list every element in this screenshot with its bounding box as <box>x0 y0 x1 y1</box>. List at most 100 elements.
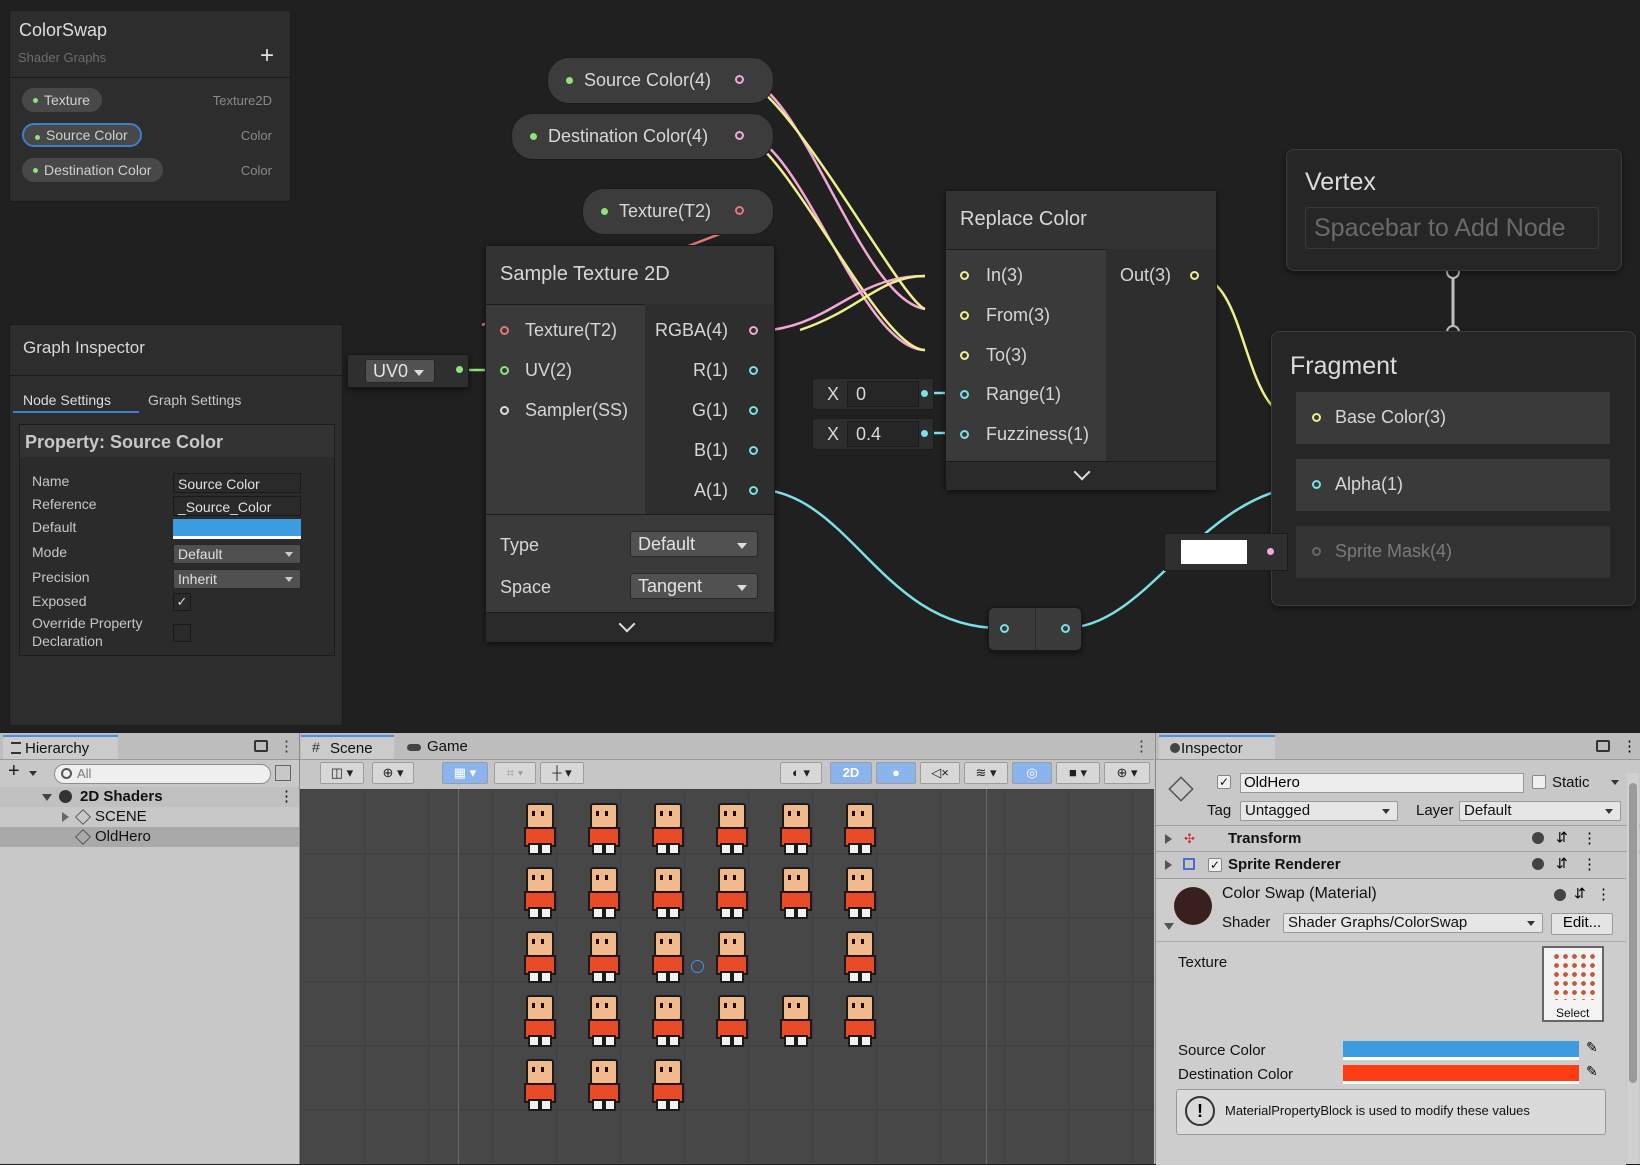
texture-slot[interactable]: Select <box>1542 946 1604 1022</box>
input-uv[interactable]: UV(2) <box>525 360 573 380</box>
shader-dropdown[interactable]: Shader Graphs/ColorSwap <box>1283 913 1543 933</box>
static-checkbox[interactable] <box>1532 775 1546 789</box>
more-menu-icon[interactable]: ⋮ <box>279 738 294 755</box>
tab-graph-settings[interactable]: Graph Settings <box>148 392 242 408</box>
redirect-node[interactable] <box>988 607 1082 651</box>
fragment-block-base-color[interactable]: Base Color(3) <box>1296 392 1610 444</box>
output-a[interactable]: A(1) <box>693 480 728 500</box>
texture-select-button[interactable]: Select <box>1556 1006 1590 1020</box>
lock-icon[interactable] <box>254 740 268 752</box>
output-out[interactable]: Out(3) <box>1120 265 1172 285</box>
expand-arrow-icon[interactable] <box>1165 834 1172 844</box>
input-fuzziness[interactable]: Fuzziness(1) <box>986 424 1090 444</box>
tab-hierarchy[interactable]: Hierarchy <box>3 735 118 759</box>
help-icon[interactable] <box>1554 889 1566 901</box>
output-g[interactable]: G(1) <box>692 400 728 420</box>
uv-node[interactable]: UV0 <box>347 354 469 388</box>
vertex-add-node-placeholder[interactable]: Spacebar to Add Node <box>1305 207 1599 249</box>
ruler-button[interactable]: ┼ ▾ <box>540 762 584 784</box>
fragment-context[interactable]: Fragment Base Color(3) Alpha(1) Sprite M… <box>1271 331 1636 606</box>
effects-button[interactable]: ≋ ▾ <box>964 762 1008 784</box>
replace-color-node[interactable]: Replace Color In(3) From(3) To(3) Range(… <box>945 190 1217 490</box>
type-dropdown[interactable]: Default <box>630 531 758 557</box>
scene-viewport[interactable] <box>300 789 1154 1164</box>
lighting-toggle[interactable]: ● <box>876 762 916 784</box>
material-fold-arrow-icon[interactable] <box>1164 923 1174 930</box>
texture-property-node[interactable]: Texture(T2) <box>582 188 774 235</box>
sample-texture-2d-node[interactable]: Sample Texture 2D Texture(T2) UV(2) Samp… <box>485 245 775 642</box>
property-reference-field[interactable]: _Source_Color <box>173 496 301 516</box>
expand-arrow-icon[interactable] <box>42 794 52 801</box>
scene-more-menu-icon[interactable]: ⋮ <box>1134 738 1149 755</box>
visibility-toggle[interactable]: ◎ <box>1012 762 1052 784</box>
material-more-icon[interactable]: ⋮ <box>1596 886 1611 903</box>
object-name-field[interactable]: OldHero <box>1240 773 1524 793</box>
input-texture[interactable]: Texture(T2) <box>525 320 618 340</box>
hierarchy-item-oldhero[interactable]: OldHero <box>0 827 299 847</box>
precision-dropdown[interactable]: Inherit <box>173 569 301 589</box>
add-property-button[interactable]: + <box>260 42 275 69</box>
input-from[interactable]: From(3) <box>986 305 1050 325</box>
inspector-lock-icon[interactable] <box>1596 740 1610 752</box>
scene-row[interactable]: 2D Shaders ⋮ <box>0 787 299 807</box>
hierarchy-item-scene[interactable]: SCENE <box>0 807 299 827</box>
pivot-handle-icon[interactable] <box>691 960 704 973</box>
draw-mode-button[interactable]: ◫ ▾ <box>320 762 364 784</box>
static-dropdown-icon[interactable] <box>1611 780 1619 785</box>
component-more-icon[interactable]: ⋮ <box>1582 856 1597 873</box>
vertex-context[interactable]: Vertex Spacebar to Add Node <box>1286 149 1622 271</box>
destination-color-swatch[interactable] <box>1343 1065 1579 1084</box>
component-more-icon[interactable]: ⋮ <box>1582 830 1597 847</box>
source-color-swatch[interactable] <box>1343 1041 1579 1060</box>
fragment-block-sprite-mask[interactable]: Sprite Mask(4) <box>1296 526 1610 578</box>
2d-mode-toggle[interactable]: 2D <box>830 762 872 784</box>
range-input-field[interactable]: X 0 <box>812 378 934 410</box>
hierarchy-search-input[interactable]: All <box>54 764 271 784</box>
collapsed-arrow-icon[interactable] <box>62 812 69 822</box>
destination-color-node[interactable]: Destination Color(4) <box>511 113 774 160</box>
global-toggle-button[interactable]: ⊕ ▾ <box>372 762 414 784</box>
help-icon[interactable] <box>1532 858 1544 870</box>
tab-inspector[interactable]: Inspector <box>1159 735 1275 759</box>
search-filter-icon[interactable] <box>275 765 291 781</box>
input-in[interactable]: In(3) <box>986 265 1024 285</box>
source-color-node[interactable]: Source Color(4) <box>547 57 774 104</box>
eyedropper-icon[interactable]: ✎ <box>1586 1063 1598 1079</box>
tab-game[interactable]: Game <box>427 738 468 755</box>
component-transform[interactable]: ✣ Transform ⇵ ⋮ <box>1156 825 1640 852</box>
fuzziness-value[interactable]: 0.4 <box>847 421 919 447</box>
exposed-checkbox[interactable]: ✓ <box>173 593 191 611</box>
inspector-scrollbar[interactable] <box>1627 773 1639 1164</box>
sprite-renderer-enabled-checkbox[interactable]: ✓ <box>1208 858 1222 872</box>
mode-dropdown[interactable]: Default <box>173 544 301 564</box>
scene-more-icon[interactable]: ⋮ <box>279 788 294 805</box>
range-value[interactable]: 0 <box>847 381 919 407</box>
presets-icon[interactable]: ⇵ <box>1556 855 1568 871</box>
default-color-field[interactable] <box>173 519 301 539</box>
property-texture[interactable]: Texture <box>22 88 102 112</box>
tab-scene[interactable]: Scene <box>301 735 394 759</box>
help-icon[interactable] <box>1532 832 1544 844</box>
fuzziness-input-field[interactable]: X 0.4 <box>812 418 934 450</box>
camera-button[interactable]: ■ ▾ <box>1056 762 1100 784</box>
space-dropdown[interactable]: Tangent <box>630 573 758 599</box>
inspector-more-icon[interactable]: ⋮ <box>1622 738 1637 755</box>
output-b[interactable]: B(1) <box>693 440 728 460</box>
component-sprite-renderer[interactable]: ✓ Sprite Renderer ⇵ ⋮ <box>1156 851 1640 878</box>
fragment-block-alpha[interactable]: Alpha(1) <box>1296 459 1610 511</box>
presets-icon[interactable]: ⇵ <box>1556 829 1568 845</box>
audio-toggle[interactable]: ◁× <box>920 762 960 784</box>
expand-arrow-icon[interactable] <box>1165 860 1172 870</box>
grid-snap-button[interactable]: ▦ ▾ <box>442 762 488 784</box>
eyedropper-icon[interactable]: ✎ <box>1586 1039 1598 1055</box>
shading-mode-button[interactable]: ◐ ▾ <box>780 762 822 784</box>
active-checkbox[interactable]: ✓ <box>1217 775 1231 789</box>
output-r[interactable]: R(1) <box>693 360 728 380</box>
input-range[interactable]: Range(1) <box>986 384 1062 404</box>
gizmos-button[interactable]: ⊕ ▾ <box>1104 762 1150 784</box>
property-name-field[interactable]: Source Color <box>173 473 301 493</box>
increment-snap-button[interactable]: ⌗ ▾ <box>494 762 536 784</box>
shader-graph-canvas[interactable]: ColorSwap Shader Graphs + Texture Textur… <box>0 0 1640 733</box>
property-destination-color[interactable]: Destination Color <box>22 158 164 182</box>
layer-dropdown[interactable]: Default <box>1459 801 1621 821</box>
